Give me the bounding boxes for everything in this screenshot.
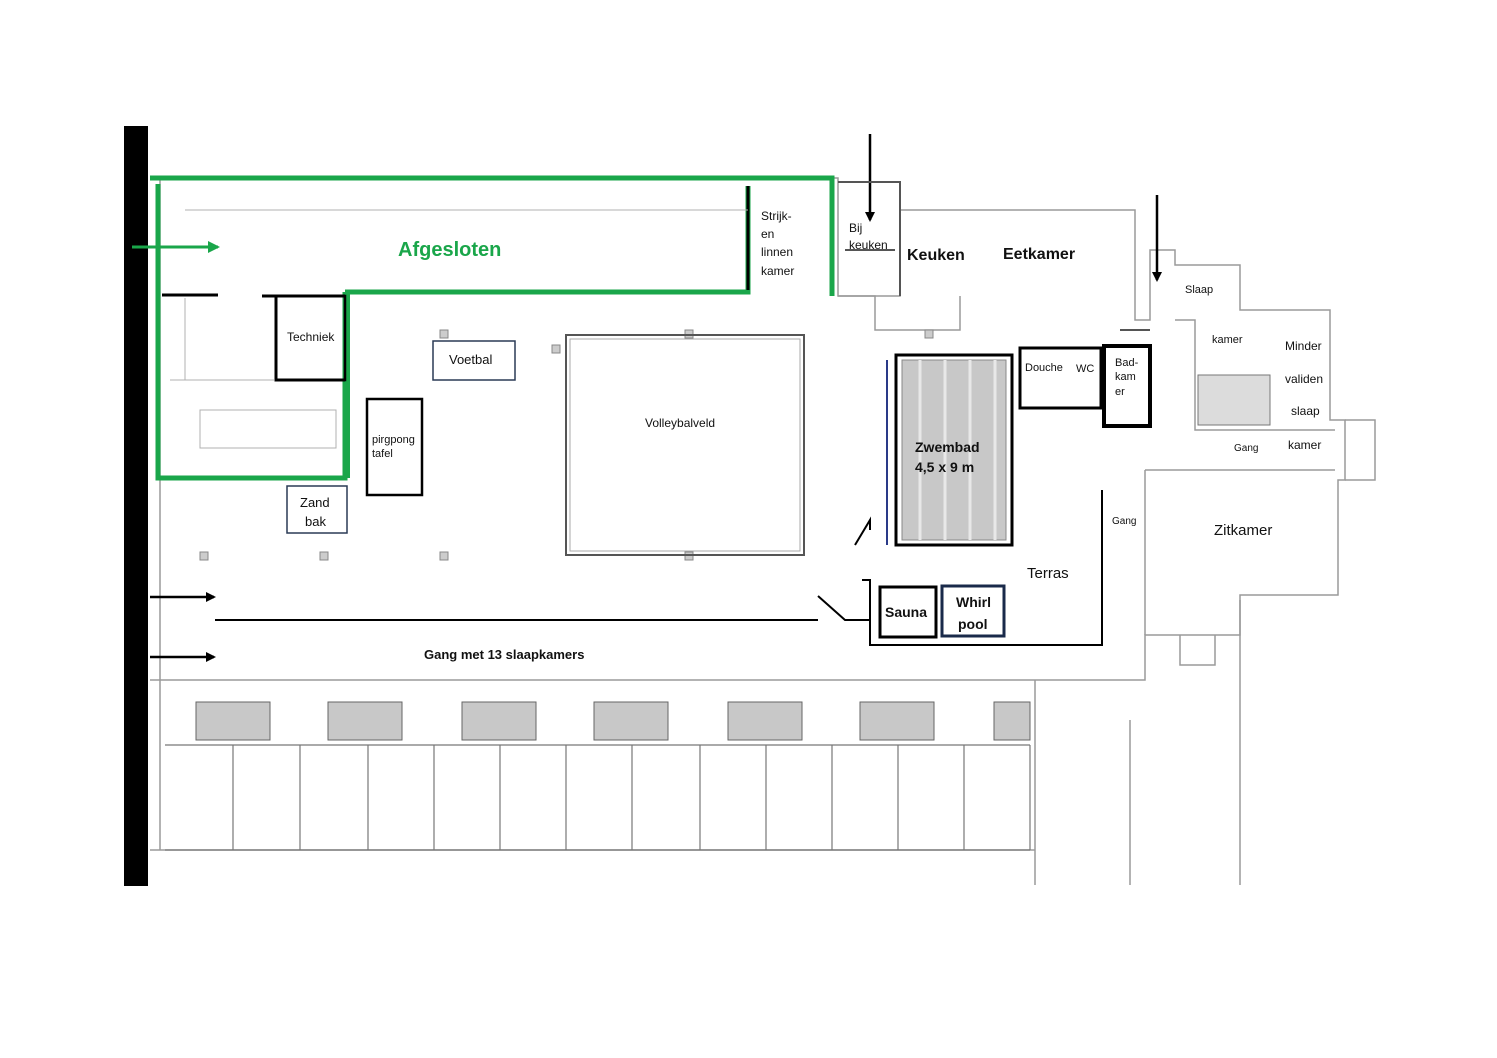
- label-minder-3: slaap: [1291, 404, 1320, 418]
- volleyball-field: [565, 334, 805, 556]
- label-voetbal: Voetbal: [449, 352, 492, 367]
- label-pingpong-2: tafel: [372, 448, 393, 460]
- bedroom-bathrooms: [195, 701, 1031, 741]
- swimming-pool: [894, 353, 1014, 547]
- closed-area-outline: [150, 175, 835, 481]
- label-gang-right: Gang: [1112, 516, 1136, 527]
- whirlpool-box: [940, 584, 1006, 638]
- zandbak-box: [286, 485, 348, 534]
- label-afgesloten: Afgesloten: [398, 239, 501, 261]
- label-strijk-2: en: [761, 227, 774, 241]
- corridor-lines: [215, 490, 1103, 646]
- label-zand-2: bak: [305, 514, 326, 529]
- badkamer-box: [1102, 344, 1152, 428]
- label-wc: WC: [1076, 363, 1094, 375]
- label-zwembad-2: 4,5 x 9 m: [915, 459, 974, 475]
- label-minder-4: kamer: [1288, 438, 1321, 452]
- label-gang-13: Gang met 13 slaapkamers: [424, 647, 584, 662]
- voetbal-box: [432, 340, 516, 381]
- label-eetkamer: Eetkamer: [1003, 246, 1075, 263]
- pingpong-box: [365, 397, 424, 497]
- label-whirl-1: Whirl: [956, 594, 991, 610]
- label-gang-small: Gang: [1234, 443, 1258, 454]
- entrance-arrows: [150, 134, 1162, 662]
- label-keuken: Keuken: [907, 247, 965, 264]
- label-slaap: Slaap: [1185, 284, 1213, 296]
- inner-grey-lines: [170, 209, 748, 449]
- label-pingpong-1: pirgpong: [372, 434, 415, 446]
- label-douche: Douche: [1025, 362, 1063, 374]
- techniek-box: [274, 294, 347, 382]
- label-kamer: kamer: [1212, 334, 1243, 346]
- label-strijk-3: linnen: [761, 245, 793, 259]
- label-zand-1: Zand: [300, 495, 330, 510]
- label-techniek: Techniek: [287, 330, 335, 344]
- label-whirl-2: pool: [958, 616, 988, 632]
- label-minder-1: Minder: [1285, 339, 1322, 353]
- label-volleybalveld: Volleybalveld: [645, 416, 715, 430]
- label-strijk-4: kamer: [761, 264, 794, 278]
- kitchen-walls: [838, 181, 1150, 331]
- bedrooms: [165, 744, 1031, 851]
- sauna-box: [878, 585, 938, 639]
- bathroom-fixture: [1197, 374, 1271, 426]
- douche-wc-box: [1018, 346, 1103, 410]
- label-badkamer-3: er: [1115, 386, 1125, 398]
- left-boundary-wall: [124, 126, 148, 886]
- label-sauna: Sauna: [885, 604, 927, 620]
- label-zitkamer: Zitkamer: [1214, 522, 1272, 539]
- label-badkamer-1: Bad-: [1115, 357, 1139, 369]
- label-strijk-1: Strijk-: [761, 209, 792, 223]
- label-bij-2: keuken: [849, 238, 888, 252]
- label-bij-1: Bij: [849, 221, 862, 235]
- label-badkamer-2: kam: [1115, 371, 1136, 383]
- label-minder-2: validen: [1285, 372, 1323, 386]
- label-terras: Terras: [1027, 565, 1069, 582]
- label-zwembad-1: Zwembad: [915, 439, 980, 455]
